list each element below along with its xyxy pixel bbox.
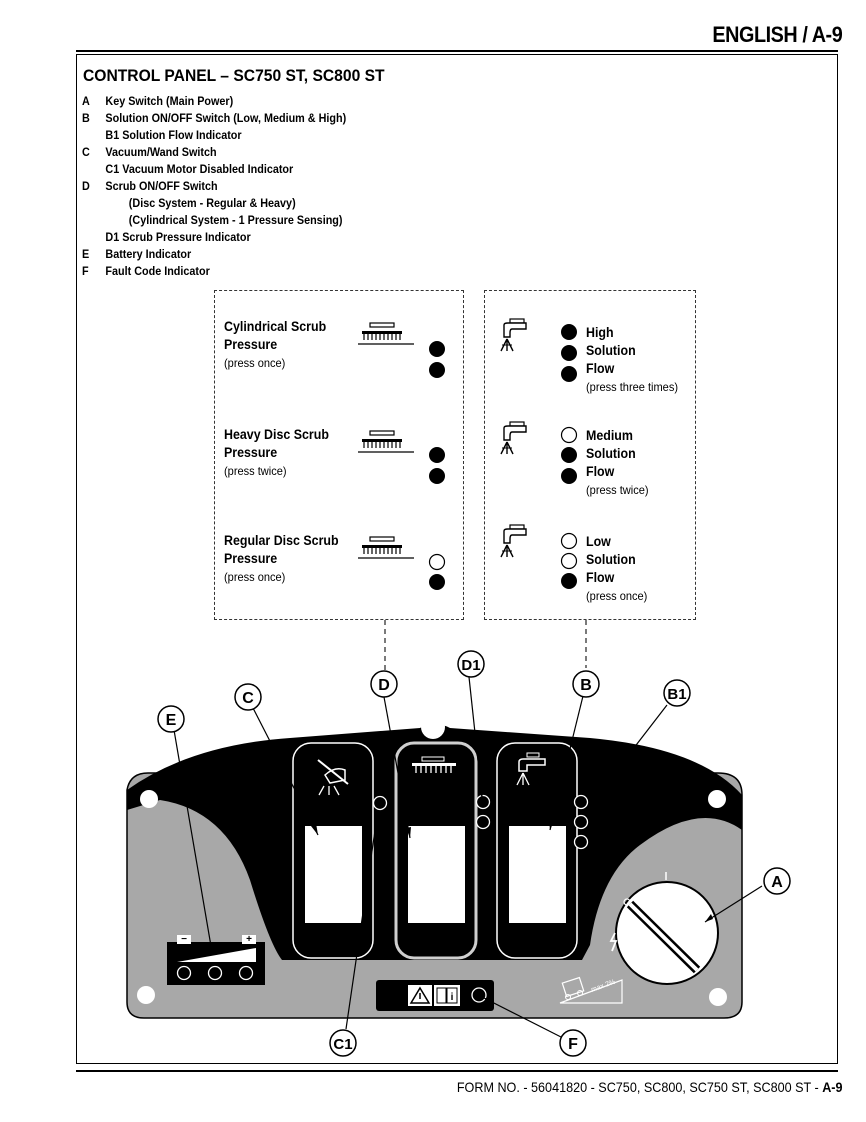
scrub-brush-icon [412, 756, 456, 773]
svg-text:B1: B1 [667, 686, 686, 703]
battery-minus-sign: − [181, 934, 187, 945]
cylindrical-brush-icon [357, 322, 415, 345]
solution-faucet-icon [500, 524, 527, 558]
mounting-hole [709, 988, 727, 1006]
mounting-hole [140, 790, 158, 808]
callout-f: F [559, 1029, 587, 1057]
indicator-dot-empty [560, 552, 578, 570]
callout-c1: C1 [329, 1029, 357, 1057]
callout-c: C [234, 683, 262, 711]
callout-b: B [572, 670, 600, 698]
indicator-dot-filled [561, 345, 577, 361]
battery-indicator [167, 935, 265, 985]
scrub-pressure-indicator [475, 814, 491, 830]
svg-text:D1: D1 [461, 657, 480, 674]
section-title: CONTROL PANEL – SC750 ST, SC800 ST [83, 66, 385, 85]
mounting-hole [421, 715, 445, 739]
callout-b1: B1 [663, 679, 691, 707]
callout-a: A [763, 867, 791, 895]
indicator-dot-filled [561, 447, 577, 463]
indicator-dot-filled [429, 468, 445, 484]
svg-text:C1: C1 [333, 1036, 352, 1053]
solution-faucet-icon [500, 318, 527, 352]
legend-item-b1: B1 Solution Flow Indicator [105, 128, 242, 142]
solution-flow-indicator [573, 794, 589, 810]
leader-arrowheads [207, 788, 713, 1004]
solution-faucet-icon [516, 752, 546, 786]
indicator-dot-empty [428, 553, 446, 571]
indicator-dot-filled [561, 366, 577, 382]
vacuum-wand-switch[interactable] [292, 742, 374, 959]
mounting-hole [137, 986, 155, 1004]
header-rule [76, 50, 838, 52]
vacuum-icon [317, 759, 349, 796]
indicator-dot-filled [561, 573, 577, 589]
mounting-hole [708, 790, 726, 808]
battery-plus-sign: + [246, 934, 252, 945]
regular-disc-brush-icon [357, 536, 415, 559]
indicator-dot-filled [429, 341, 445, 357]
indicator-dot-empty [560, 426, 578, 444]
legend-item-d-cyl: (Cylindrical System - 1 Pressure Sensing… [128, 213, 343, 227]
indicator-dot-filled [561, 324, 577, 340]
page-footer: FORM NO. - 56041820 - SC750, SC800, SC75… [456, 1079, 842, 1095]
indicator-dot-filled [429, 447, 445, 463]
legend-item-d-disc: (Disc System - Regular & Heavy) [128, 196, 296, 210]
callout-e: E [157, 705, 185, 733]
ramp-slope-icon [559, 976, 623, 1004]
leader-lines [173, 676, 763, 1038]
footer-rule [76, 1070, 838, 1072]
solution-switch[interactable] [496, 742, 578, 959]
scrub-pressure-indicator [475, 794, 491, 810]
page-header-title: ENGLISH / A-9 [712, 22, 842, 47]
scrub-pressure-callout [214, 290, 464, 620]
svg-text:D: D [378, 677, 390, 694]
indicator-dot-empty [560, 532, 578, 550]
lightning-icon [609, 932, 618, 952]
svg-text:C: C [242, 690, 254, 707]
indicator-dot-filled [561, 468, 577, 484]
solution-faucet-icon [500, 421, 527, 455]
footer-page-number: A-9 [821, 1079, 842, 1095]
callout-d: D [370, 670, 398, 698]
svg-text:B: B [580, 677, 592, 694]
solution-flow-indicator [573, 834, 589, 850]
indicator-dot-filled [429, 362, 445, 378]
solution-flow-callout [484, 290, 696, 620]
indicator-dot-filled [429, 574, 445, 590]
content-frame [76, 54, 838, 1064]
svg-text:A: A [771, 874, 783, 891]
fault-code-indicator: i [376, 980, 494, 1011]
svg-text:F: F [568, 1036, 578, 1053]
svg-text:E: E [166, 712, 177, 729]
callout-d1: D1 [457, 650, 485, 678]
footer-form-number: FORM NO. - 56041820 - SC750, SC800, SC75… [456, 1079, 822, 1095]
key-switch[interactable] [615, 872, 719, 985]
scrub-switch[interactable] [394, 741, 478, 960]
svg-text:i: i [451, 992, 454, 1003]
heavy-disc-brush-icon [357, 430, 415, 453]
legend-item-c1: C1 Vacuum Motor Disabled Indicator [105, 162, 294, 176]
vacuum-disabled-indicator [372, 795, 388, 811]
legend-item-d1: D1 Scrub Pressure Indicator [105, 230, 251, 244]
solution-flow-indicator [573, 814, 589, 830]
